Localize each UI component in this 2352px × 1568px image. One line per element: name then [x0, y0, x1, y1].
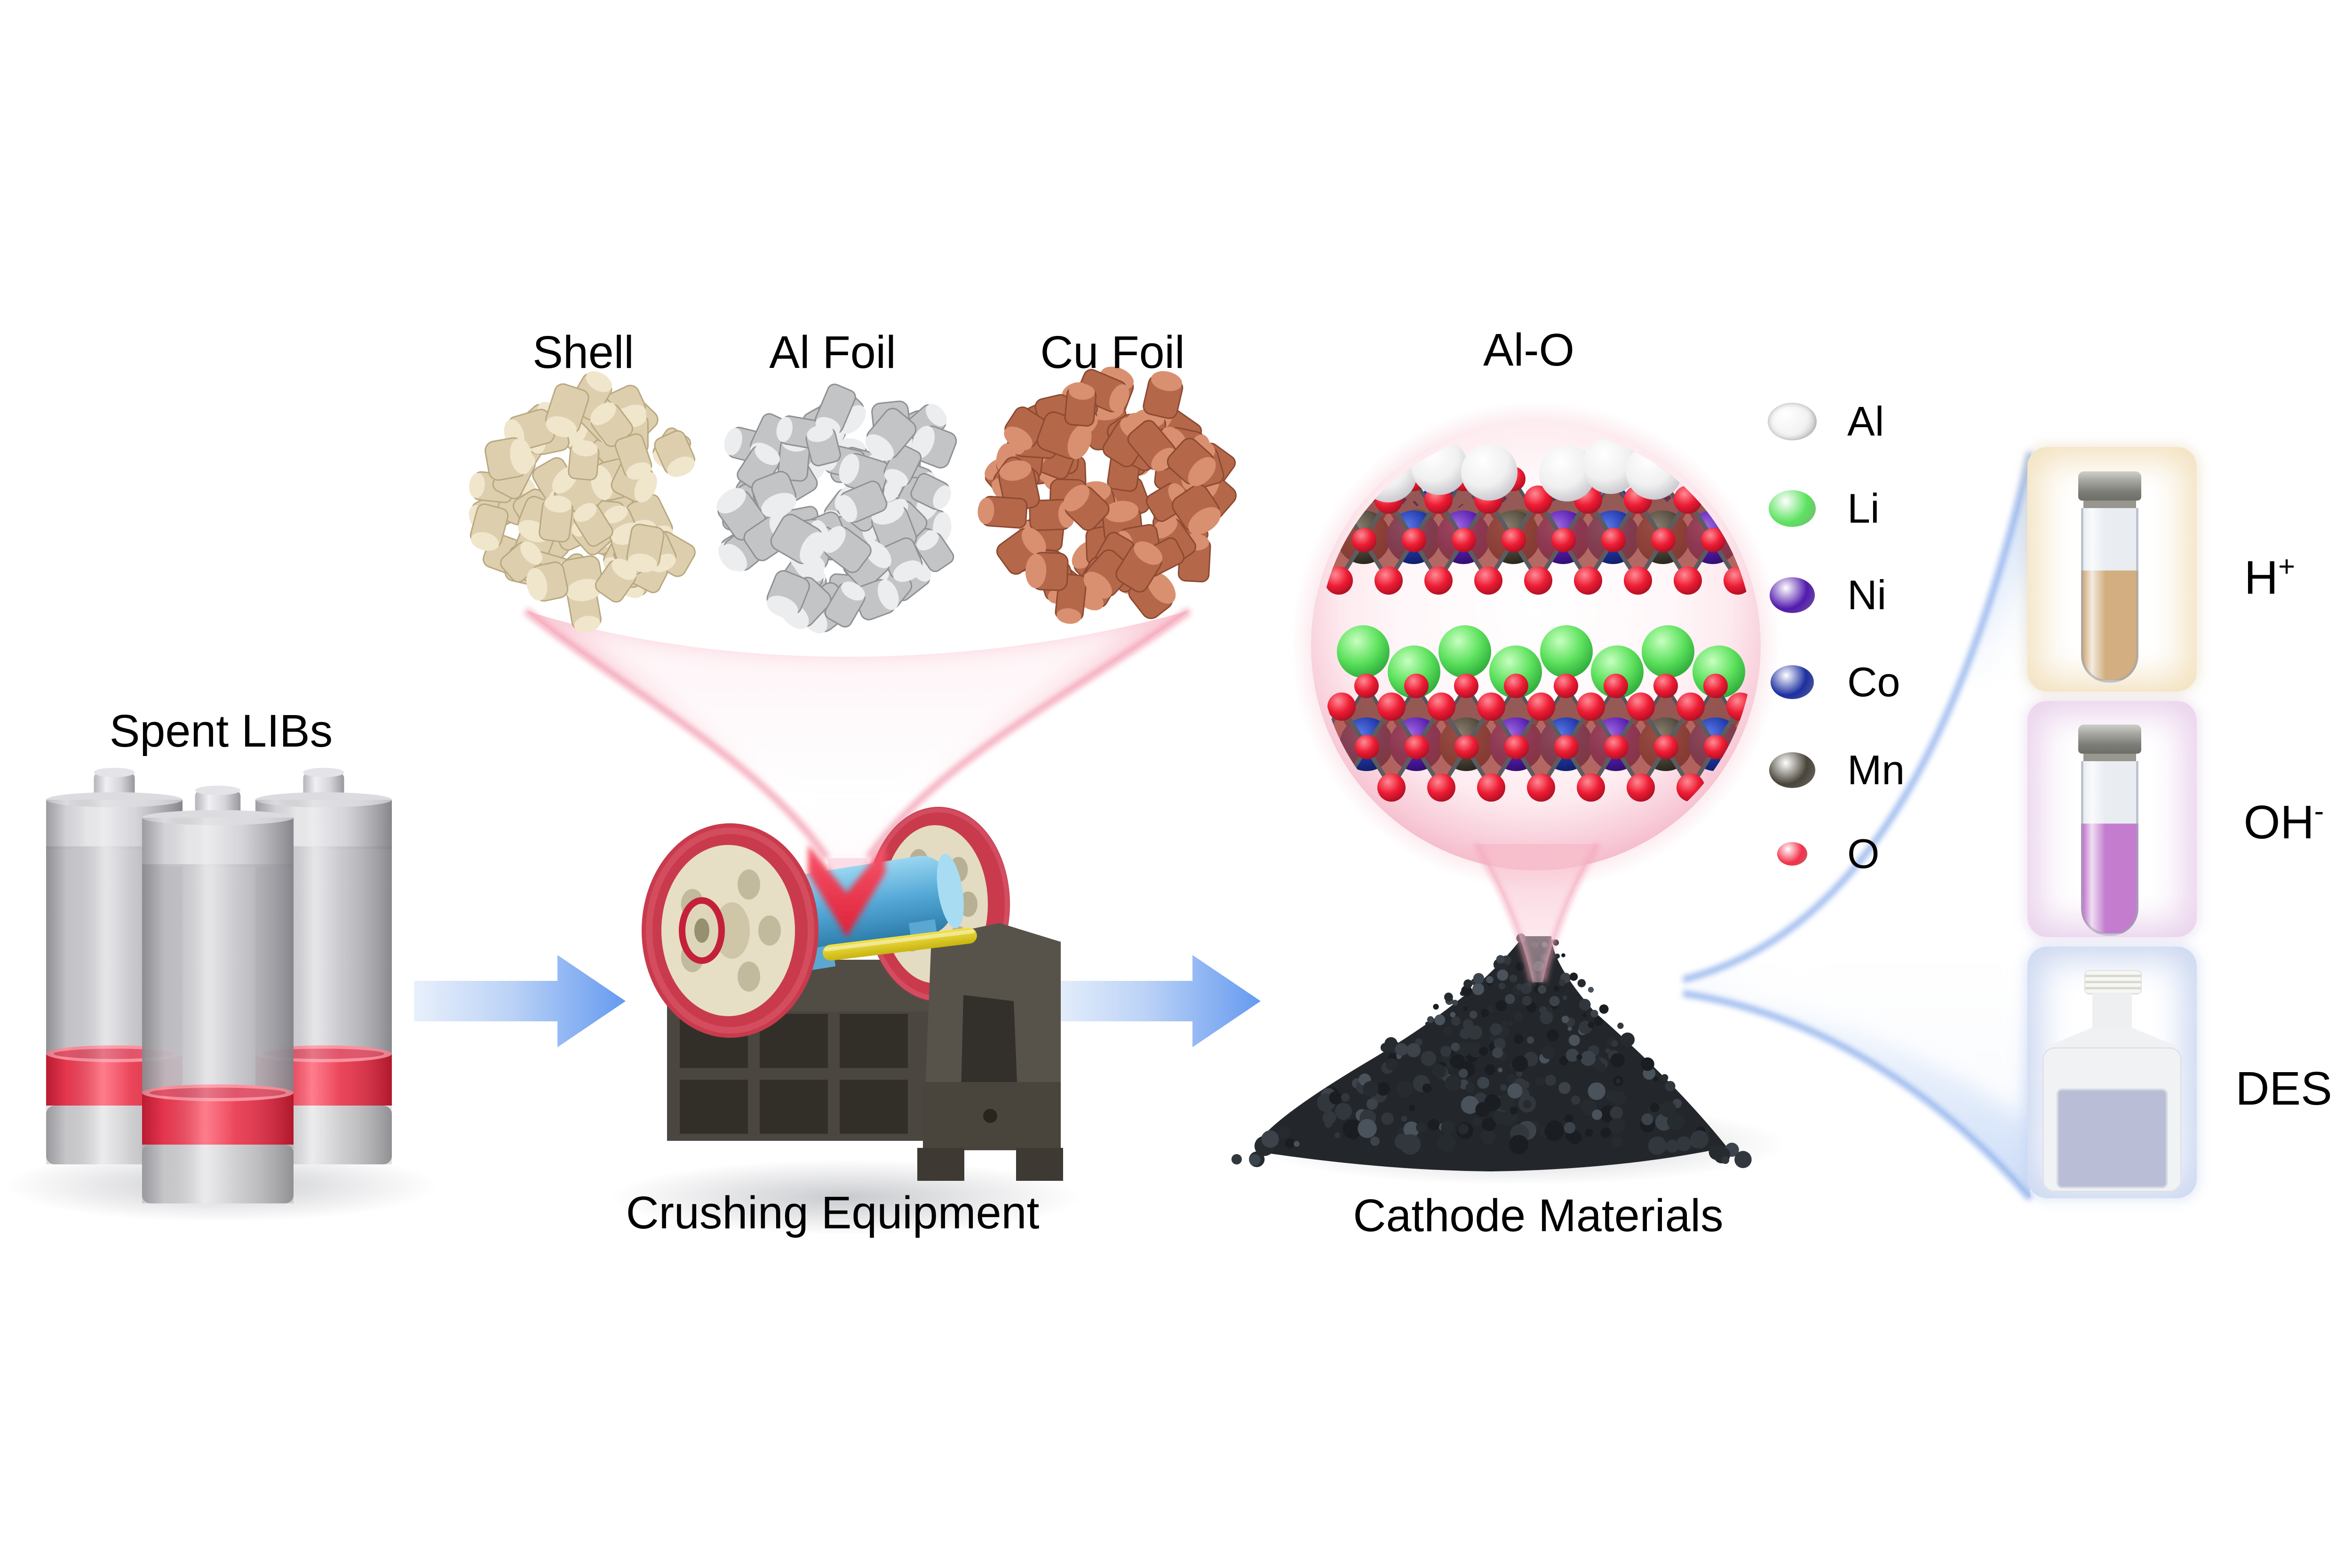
- legend-label-li: Li: [1847, 485, 1880, 532]
- shell-label: Shell: [532, 326, 634, 378]
- h-plus-box: [2027, 447, 2197, 692]
- des-label: DES: [2235, 1062, 2332, 1115]
- al-foil-label: Al Foil: [769, 326, 896, 378]
- tube-ring: [2083, 501, 2136, 508]
- mn-sphere-icon: [1769, 752, 1815, 788]
- li-sphere-icon: [1769, 490, 1816, 527]
- cathode-powder-pile: [1231, 933, 1752, 1171]
- spent-libs-label: Spent LIBs: [109, 705, 333, 756]
- legend-item-o: O: [1757, 828, 1879, 880]
- legend-item-mn: Mn: [1757, 744, 1905, 796]
- bottle-cap-icon: [2084, 970, 2142, 995]
- bottle-neck: [2092, 993, 2132, 1028]
- tube-cap-icon: [2078, 724, 2141, 754]
- legend-label-co: Co: [1847, 659, 1900, 705]
- tube-cap-icon: [2078, 471, 2141, 501]
- o-sphere-icon: [1777, 842, 1807, 866]
- al-o-label: Al-O: [1483, 324, 1574, 375]
- co-sphere-icon: [1771, 665, 1814, 699]
- feed-arrow-icon: [808, 844, 885, 937]
- funnel-piles-to-crusher: [524, 607, 1192, 881]
- al-sphere-icon: [1768, 403, 1817, 440]
- oh-minus-test-tube-icon: [2078, 724, 2141, 936]
- cu-foil-label: Cu Foil: [1040, 326, 1185, 378]
- oh-minus-label: OH-: [2243, 795, 2324, 849]
- al-o-magnifier: [1291, 401, 1780, 890]
- tube-glass: [2081, 761, 2138, 936]
- crushing-equipment-label: Crushing Equipment: [626, 1187, 1040, 1238]
- tube-glass: [2081, 508, 2138, 683]
- cathode-materials-label: Cathode Materials: [1353, 1190, 1724, 1241]
- des-box: [2027, 947, 2197, 1198]
- legend-label-al: Al: [1847, 398, 1884, 445]
- crusher-icon: [612, 807, 1082, 1235]
- cu-foil-pellet-pile: [977, 366, 1237, 624]
- bottle-label: [2057, 1089, 2168, 1188]
- al-foil-pellet-pile: [716, 383, 957, 634]
- spent-batteries-icon: [46, 768, 392, 1203]
- legend-item-al: Al: [1757, 396, 1884, 447]
- legend-item-ni: Ni: [1757, 569, 1886, 621]
- tube-ring: [2083, 754, 2136, 761]
- arrow-right-icon: [1049, 955, 1261, 1047]
- legend-label-ni: Ni: [1847, 572, 1887, 618]
- funnel-cathode-to-reagents: [1682, 452, 2034, 1201]
- ni-sphere-icon: [1770, 577, 1815, 613]
- legend-label-mn: Mn: [1847, 747, 1905, 793]
- legend-label-o: O: [1847, 830, 1880, 877]
- shell-pellet-pile: [469, 371, 696, 633]
- des-bottle-icon: [2027, 947, 2197, 1198]
- h-plus-label: H+: [2244, 550, 2296, 604]
- h-plus-test-tube-icon: [2078, 471, 2141, 683]
- funnel-magnifier-to-cathode: [1473, 843, 1601, 983]
- arrow-right-icon: [414, 955, 626, 1047]
- oh-minus-box: [2027, 701, 2197, 937]
- legend-item-co: Co: [1757, 656, 1900, 708]
- bottle-shoulder: [2042, 1027, 2182, 1048]
- legend-item-li: Li: [1757, 483, 1880, 534]
